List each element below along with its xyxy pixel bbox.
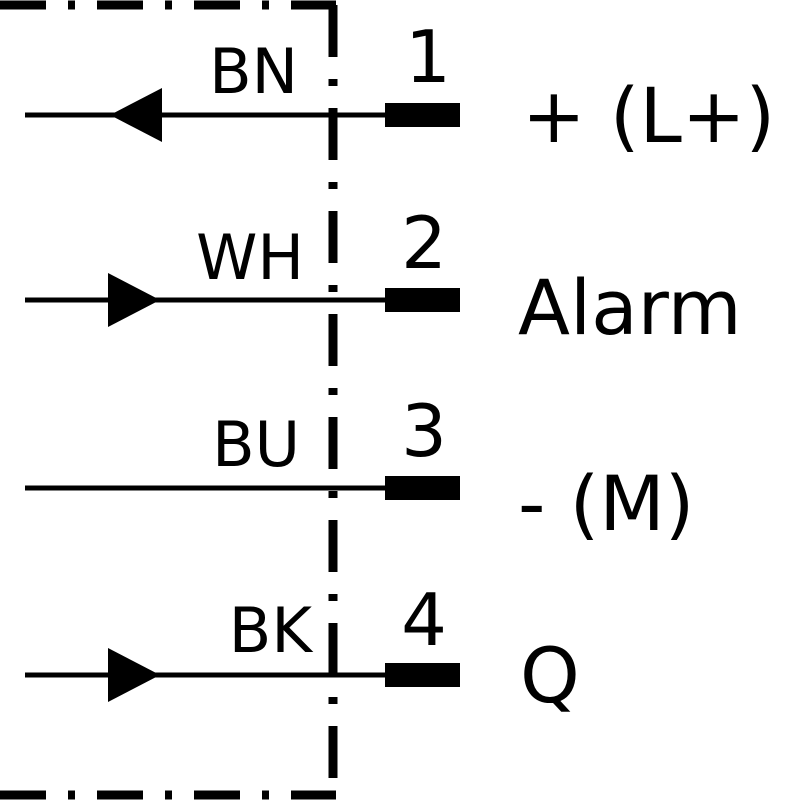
pin-number: 3	[401, 389, 447, 473]
wire-color-label: BK	[229, 594, 314, 667]
terminal-pin	[385, 103, 460, 127]
pin-row-2: WH 2 Alarm	[25, 201, 742, 352]
terminal-pin	[385, 663, 460, 687]
pin-row-1: BN 1 + (L+)	[25, 15, 775, 160]
wire-color-label: BN	[209, 35, 298, 108]
pin-number: 2	[401, 201, 447, 285]
pin-row-3: BU 3 - (M)	[25, 389, 694, 548]
arrow-right-icon	[108, 273, 160, 327]
signal-label: + (L+)	[522, 71, 775, 160]
pin-number: 4	[401, 578, 447, 662]
wire-color-label: BU	[212, 408, 300, 481]
signal-label: Alarm	[518, 263, 742, 352]
signal-label: Q	[520, 631, 580, 720]
housing-boundary	[0, 0, 338, 800]
pin-row-4: BK 4 Q	[25, 578, 580, 720]
wire-color-label: WH	[196, 221, 304, 294]
pin-number: 1	[405, 15, 451, 99]
arrow-left-icon	[110, 88, 162, 142]
signal-label: - (M)	[518, 459, 694, 548]
terminal-pin	[385, 288, 460, 312]
arrow-right-icon	[108, 648, 160, 702]
terminal-pin	[385, 476, 460, 500]
